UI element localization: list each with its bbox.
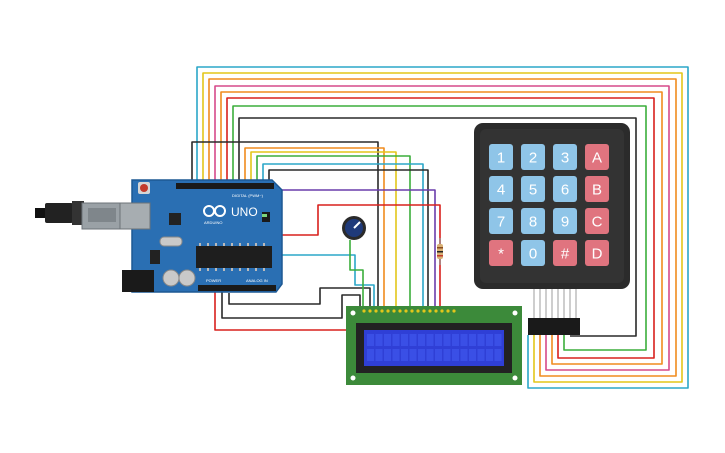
key-label: 2 <box>529 150 537 167</box>
key-cap <box>553 208 577 234</box>
wire-green-pot[interactable] <box>349 240 364 309</box>
key-cap <box>553 144 577 170</box>
wire-cyan-outer[interactable] <box>196 66 689 389</box>
lcd-character-cells <box>367 334 502 361</box>
key-label: * <box>498 246 504 263</box>
key-label: 6 <box>561 182 569 199</box>
key-label: D <box>592 246 603 263</box>
resistor-icon[interactable] <box>437 238 443 265</box>
arduino-logo-icon <box>203 205 226 217</box>
keypad-ribbon <box>533 289 577 318</box>
key-cap <box>489 208 513 234</box>
uno-label: UNO <box>231 205 258 219</box>
keypad-key-*[interactable]: * <box>489 240 513 266</box>
wires <box>191 66 689 389</box>
key-cap <box>521 176 545 202</box>
power-header[interactable] <box>198 285 276 291</box>
power-jack <box>122 270 154 292</box>
keypad-key-B[interactable]: B <box>585 176 609 202</box>
wire-black-outer[interactable] <box>238 117 637 337</box>
arduino-uno[interactable]: UNO ARDUINO DIGITAL (PWM~) POWER ANALOG … <box>35 179 283 293</box>
wire-orange-2[interactable] <box>220 91 663 365</box>
usb-plug-icon <box>35 201 123 230</box>
key-label: A <box>592 150 602 167</box>
keypad-key-7[interactable]: 7 <box>489 208 513 234</box>
wire-black-pot[interactable] <box>228 287 371 309</box>
crystal <box>159 236 183 247</box>
keypad-key-8[interactable]: 8 <box>521 208 545 234</box>
keypad-4x4[interactable]: 1 2 3 A 4 5 6 B 7 8 9 C * 0 # D <box>474 123 630 335</box>
key-label: B <box>592 182 602 199</box>
key-cap <box>489 176 513 202</box>
wire-green-outer[interactable] <box>232 105 647 351</box>
wire-black-lcd-gnd[interactable] <box>221 288 361 319</box>
keypad-key-0[interactable]: 0 <box>521 240 545 266</box>
key-label: 3 <box>561 150 569 167</box>
keypad-key-C[interactable]: C <box>585 208 609 234</box>
key-cap <box>521 144 545 170</box>
analog-label: ANALOG IN <box>246 278 268 283</box>
wire-purple-lcd[interactable] <box>278 189 436 309</box>
key-label: 4 <box>497 182 505 199</box>
keypad-key-1[interactable]: 1 <box>489 144 513 170</box>
power-label: POWER <box>206 278 221 283</box>
keypad-key-6[interactable]: 6 <box>553 176 577 202</box>
key-cap <box>489 240 513 266</box>
voltage-regulator <box>150 250 160 264</box>
key-cap <box>489 144 513 170</box>
keypad-key-9[interactable]: 9 <box>553 208 577 234</box>
key-label: 5 <box>529 182 537 199</box>
key-label: C <box>592 214 603 231</box>
key-label: 0 <box>529 246 537 263</box>
key-label: 8 <box>529 214 537 231</box>
atmega-chip <box>196 246 272 268</box>
wire-orange-outer[interactable] <box>208 78 677 377</box>
key-label: 9 <box>561 214 569 231</box>
wire-green-lcd[interactable] <box>256 155 411 309</box>
key-cap <box>553 240 577 266</box>
keypad-key-#[interactable]: # <box>553 240 577 266</box>
key-label: 7 <box>497 214 505 231</box>
wire-orange-lcd[interactable] <box>244 147 385 309</box>
digital-header-label: DIGITAL (PWM~) <box>232 193 264 198</box>
lcd-pins <box>362 309 456 313</box>
wire-red-outer[interactable] <box>226 97 655 359</box>
lcd-16x2[interactable] <box>346 306 522 385</box>
key-cap <box>585 144 609 170</box>
wire-yellow-lcd[interactable] <box>250 151 397 309</box>
key-cap <box>585 176 609 202</box>
key-cap <box>553 176 577 202</box>
keypad-key-5[interactable]: 5 <box>521 176 545 202</box>
brand-label: ARDUINO <box>204 220 222 225</box>
usb-chip <box>169 213 181 225</box>
wire-black-gnd[interactable] <box>191 141 379 309</box>
wire-pink-outer[interactable] <box>214 85 670 371</box>
wire-black-lcd2[interactable] <box>268 169 429 309</box>
wire-yellow-outer[interactable] <box>202 72 683 383</box>
led-indicator <box>262 214 267 217</box>
keypad-key-3[interactable]: 3 <box>553 144 577 170</box>
keypad-key-D[interactable]: D <box>585 240 609 266</box>
key-cap <box>585 240 609 266</box>
key-label: 1 <box>497 150 505 167</box>
usb-jack <box>119 202 151 230</box>
keypad-key-A[interactable]: A <box>585 144 609 170</box>
potentiometer-icon[interactable] <box>342 216 366 240</box>
wire-cyan-pot[interactable] <box>240 254 375 309</box>
key-label: # <box>561 246 570 263</box>
keypad-key-2[interactable]: 2 <box>521 144 545 170</box>
wire-cyan-lcd[interactable] <box>262 163 424 309</box>
chip-pins <box>199 243 265 271</box>
capacitor <box>178 269 196 287</box>
keypad-connector <box>528 318 580 335</box>
capacitor <box>162 269 180 287</box>
key-cap <box>521 240 545 266</box>
digital-header[interactable] <box>176 183 274 189</box>
key-cap <box>585 208 609 234</box>
key-cap <box>521 208 545 234</box>
keypad-key-4[interactable]: 4 <box>489 176 513 202</box>
